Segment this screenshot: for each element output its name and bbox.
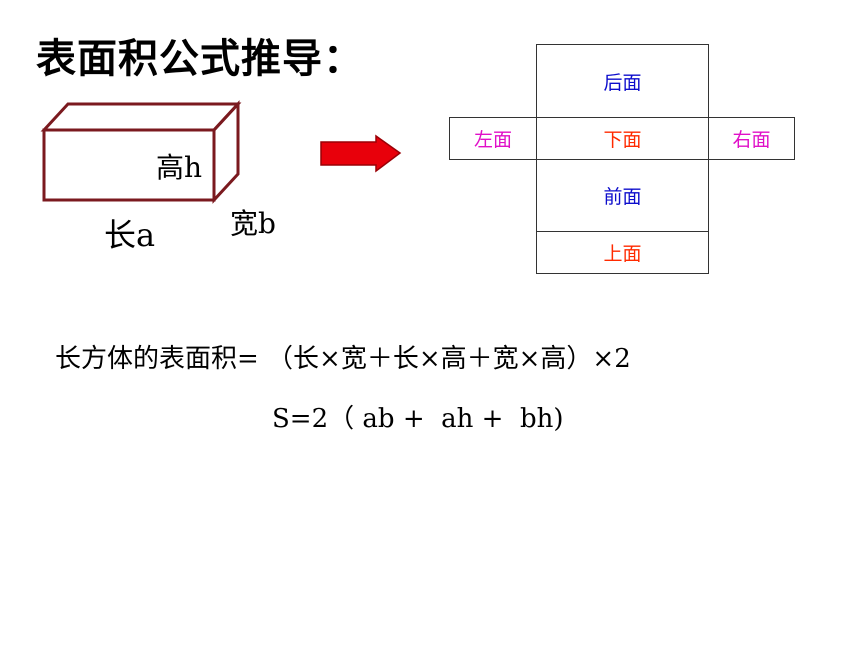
net-front-face: 前面 <box>536 159 709 232</box>
net-bottom-face: 下面 <box>536 117 709 160</box>
net-top-face: 上面 <box>536 231 709 274</box>
length-label: 长a <box>104 216 156 254</box>
net-back-face: 后面 <box>536 44 709 118</box>
width-label: 宽b <box>230 207 276 240</box>
right-arrow-icon <box>320 134 402 173</box>
net-left-face: 左面 <box>449 117 537 160</box>
page-title: 表面积公式推导： <box>36 36 364 82</box>
surface-area-formula-words: 长方体的表面积= （长×宽＋长×高＋宽×高）×2 <box>55 344 631 374</box>
surface-area-formula-symbols: S=2（ ab + ah + bh) <box>272 404 564 434</box>
height-label: 高h <box>156 151 203 184</box>
net-right-face: 右面 <box>708 117 795 160</box>
